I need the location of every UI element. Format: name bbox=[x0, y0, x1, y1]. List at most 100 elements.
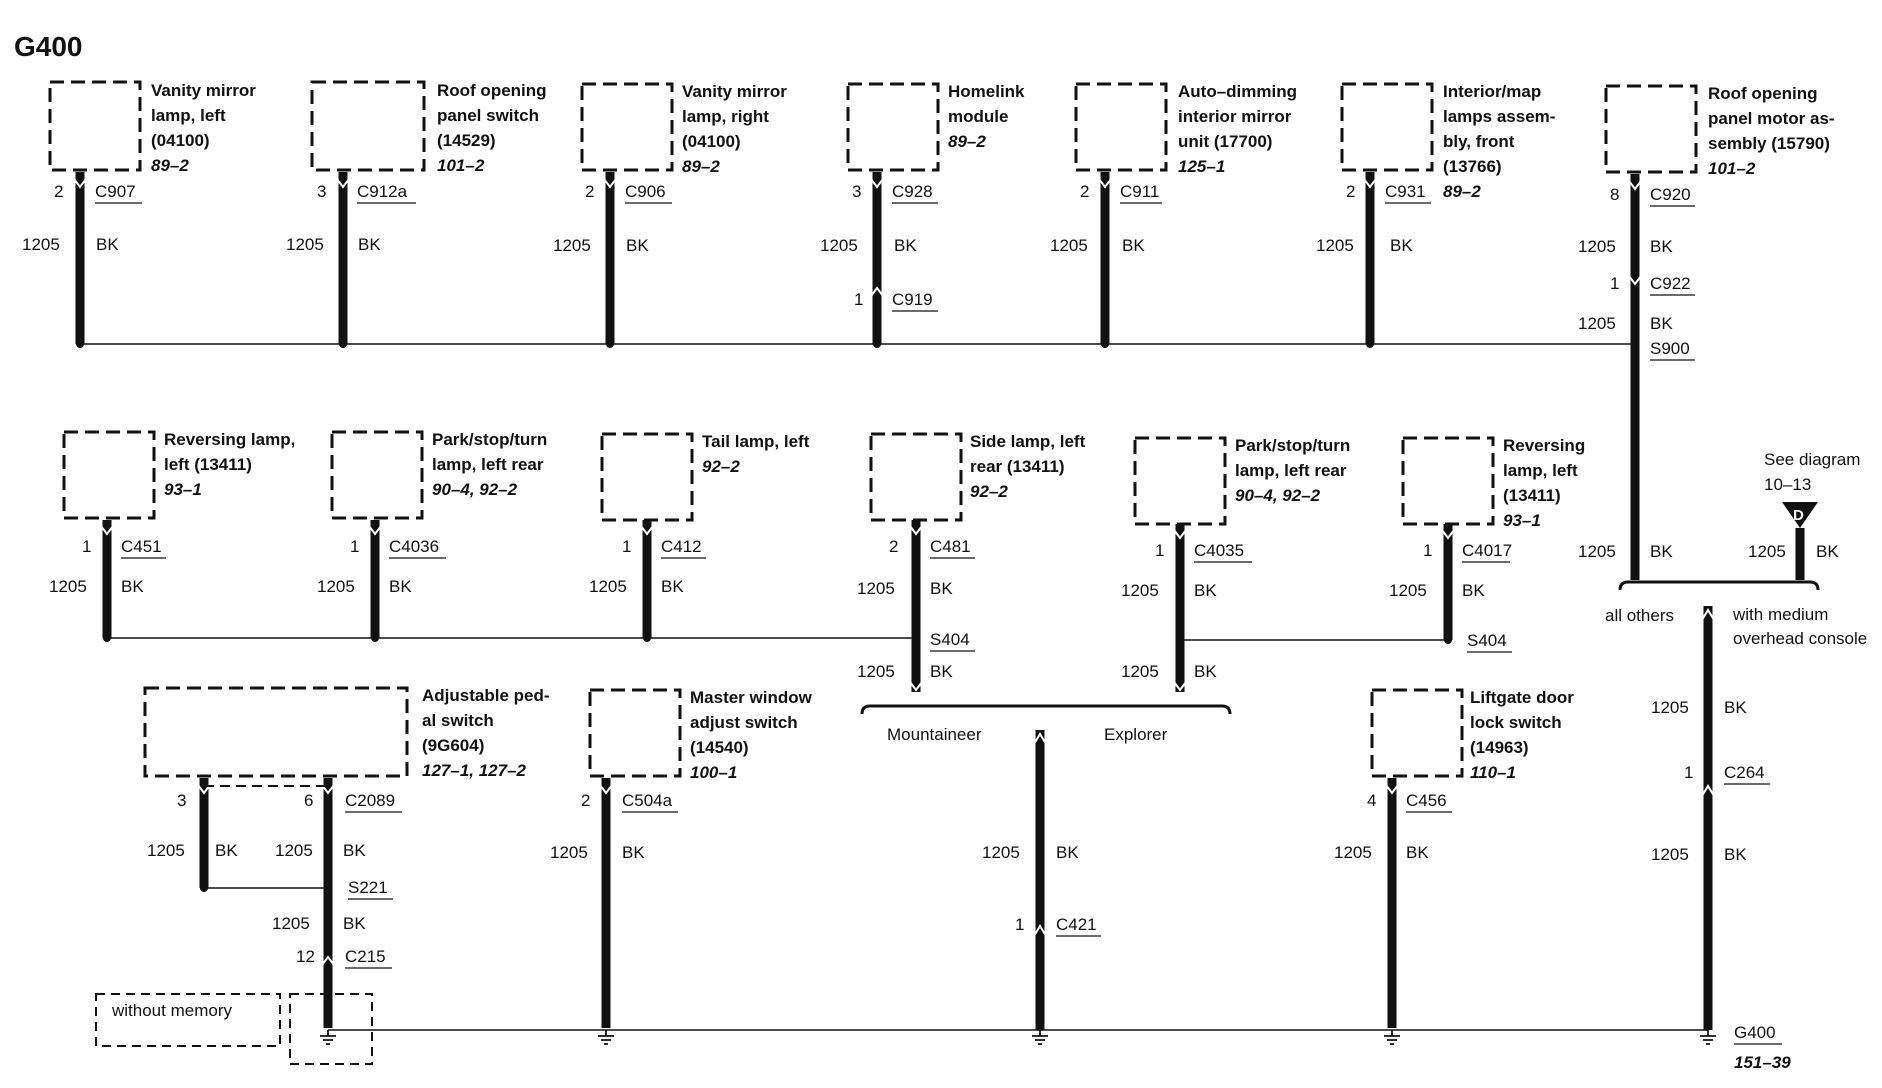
svg-text:BK: BK bbox=[1194, 581, 1217, 600]
svg-text:101–2: 101–2 bbox=[437, 156, 485, 175]
svg-text:4: 4 bbox=[1367, 791, 1376, 810]
svg-text:See diagram: See diagram bbox=[1764, 450, 1860, 469]
svg-text:2: 2 bbox=[585, 182, 594, 201]
svg-text:1205: 1205 bbox=[1748, 542, 1786, 561]
svg-text:lock switch: lock switch bbox=[1470, 713, 1562, 732]
svg-text:1: 1 bbox=[82, 537, 91, 556]
svg-text:1205: 1205 bbox=[1651, 845, 1689, 864]
svg-text:1205: 1205 bbox=[49, 577, 87, 596]
ground-symbols bbox=[320, 1030, 1716, 1045]
svg-text:S404: S404 bbox=[1467, 631, 1507, 650]
svg-text:C912a: C912a bbox=[357, 182, 408, 201]
svg-text:C215: C215 bbox=[345, 947, 386, 966]
svg-text:(13411): (13411) bbox=[1503, 486, 1561, 505]
svg-text:BK: BK bbox=[215, 841, 238, 860]
svg-text:lamp, left rear: lamp, left rear bbox=[432, 455, 544, 474]
svg-text:1205: 1205 bbox=[1121, 581, 1159, 600]
svg-text:1205: 1205 bbox=[1316, 236, 1354, 255]
svg-text:8: 8 bbox=[1610, 185, 1619, 204]
component-vanity-right: Vanity mirror lamp, right (04100) 89–2 2… bbox=[553, 82, 787, 348]
component-master-window: Master window adjust switch (14540) 100–… bbox=[550, 688, 813, 1028]
svg-text:BK: BK bbox=[1650, 314, 1673, 333]
svg-text:90–4, 92–2: 90–4, 92–2 bbox=[432, 480, 518, 499]
svg-text:1205: 1205 bbox=[22, 235, 60, 254]
svg-text:interior mirror: interior mirror bbox=[1178, 107, 1292, 126]
svg-text:C911: C911 bbox=[1120, 182, 1159, 201]
svg-text:151–39: 151–39 bbox=[1734, 1053, 1791, 1072]
option-without-memory: without memory bbox=[95, 993, 373, 1065]
component-park-left-b: Park/stop/turn lamp, left rear 90–4, 92–… bbox=[1121, 436, 1350, 692]
svg-text:1205: 1205 bbox=[1389, 581, 1427, 600]
svg-text:3: 3 bbox=[177, 791, 186, 810]
svg-text:BK: BK bbox=[1724, 698, 1747, 717]
component-park-left-a: Park/stop/turn lamp, left rear 90–4, 92–… bbox=[317, 430, 547, 642]
svg-text:Vanity mirror: Vanity mirror bbox=[682, 82, 787, 101]
svg-text:C4035: C4035 bbox=[1194, 541, 1244, 560]
svg-text:unit (17700): unit (17700) bbox=[1178, 132, 1272, 151]
svg-text:1205: 1205 bbox=[553, 236, 591, 255]
svg-text:BK: BK bbox=[930, 579, 953, 598]
svg-text:al switch: al switch bbox=[422, 711, 494, 730]
svg-text:12: 12 bbox=[296, 947, 315, 966]
svg-text:125–1: 125–1 bbox=[1178, 157, 1225, 176]
svg-text:Roof opening: Roof opening bbox=[1708, 84, 1818, 103]
svg-text:C456: C456 bbox=[1406, 791, 1447, 810]
svg-text:2: 2 bbox=[1346, 182, 1355, 201]
svg-text:92–2: 92–2 bbox=[702, 457, 740, 476]
svg-text:1: 1 bbox=[1610, 274, 1619, 293]
component-liftgate: Liftgate door lock switch (14963) 110–1 … bbox=[1334, 688, 1574, 1028]
svg-text:C922: C922 bbox=[1650, 274, 1691, 293]
svg-text:C264: C264 bbox=[1724, 763, 1765, 782]
component-interior-map: Interior/map lamps assem- bly, front (13… bbox=[1316, 82, 1555, 348]
svg-text:lamp, left: lamp, left bbox=[1503, 461, 1578, 480]
svg-text:BK: BK bbox=[626, 236, 649, 255]
svg-text:(14963): (14963) bbox=[1470, 738, 1529, 757]
svg-text:Homelink: Homelink bbox=[948, 82, 1025, 101]
component-adj-pedal: Adjustable ped- al switch (9G604) 127–1,… bbox=[143, 686, 550, 1028]
svg-text:BK: BK bbox=[1650, 237, 1673, 256]
svg-text:1205: 1205 bbox=[857, 662, 895, 681]
svg-text:1205: 1205 bbox=[275, 841, 313, 860]
svg-text:89–2: 89–2 bbox=[1443, 182, 1481, 201]
svg-text:1205: 1205 bbox=[1578, 237, 1616, 256]
svg-text:3: 3 bbox=[852, 182, 861, 201]
svg-text:BK: BK bbox=[358, 235, 381, 254]
svg-text:6: 6 bbox=[304, 791, 313, 810]
svg-text:(9G604): (9G604) bbox=[422, 736, 484, 755]
svg-text:all others: all others bbox=[1605, 606, 1674, 625]
svg-text:S900: S900 bbox=[1650, 339, 1690, 358]
svg-text:bly, front: bly, front bbox=[1443, 132, 1515, 151]
svg-text:(14540): (14540) bbox=[690, 738, 749, 757]
svg-text:89–2: 89–2 bbox=[682, 157, 720, 176]
see-diagram-connector: See diagram 10–13 D 1205 BK bbox=[1748, 450, 1860, 580]
component-roof-switch: Roof opening panel switch (14529) 101–2 … bbox=[286, 80, 547, 348]
svg-text:Liftgate door: Liftgate door bbox=[1470, 688, 1574, 707]
component-auto-dim: Auto–dimming interior mirror unit (17700… bbox=[1050, 82, 1297, 348]
svg-text:Auto–dimming: Auto–dimming bbox=[1178, 82, 1297, 101]
svg-text:module: module bbox=[948, 107, 1008, 126]
svg-text:without memory: without memory bbox=[111, 1001, 232, 1020]
svg-text:C412: C412 bbox=[661, 537, 702, 556]
svg-text:BK: BK bbox=[96, 235, 119, 254]
svg-text:101–2: 101–2 bbox=[1708, 159, 1756, 178]
svg-text:Mountaineer: Mountaineer bbox=[887, 725, 982, 744]
svg-text:1205: 1205 bbox=[550, 843, 588, 862]
svg-text:2: 2 bbox=[889, 537, 898, 556]
svg-text:BK: BK bbox=[622, 843, 645, 862]
svg-text:Master window: Master window bbox=[690, 688, 813, 707]
svg-text:1205: 1205 bbox=[317, 577, 355, 596]
svg-text:1: 1 bbox=[622, 537, 631, 556]
svg-text:Park/stop/turn: Park/stop/turn bbox=[1235, 436, 1350, 455]
svg-text:C4017: C4017 bbox=[1462, 541, 1512, 560]
svg-text:BK: BK bbox=[1816, 542, 1839, 561]
svg-text:BK: BK bbox=[1462, 581, 1485, 600]
svg-text:left (13411): left (13411) bbox=[164, 455, 252, 474]
svg-text:lamp, left rear: lamp, left rear bbox=[1235, 461, 1347, 480]
svg-text:1205: 1205 bbox=[982, 843, 1020, 862]
svg-text:90–4, 92–2: 90–4, 92–2 bbox=[1235, 486, 1321, 505]
svg-text:1205: 1205 bbox=[1050, 236, 1088, 255]
component-side-left: Side lamp, left rear (13411) 92–2 2 C481… bbox=[857, 432, 1086, 692]
svg-text:1205: 1205 bbox=[857, 579, 895, 598]
svg-text:92–2: 92–2 bbox=[970, 482, 1008, 501]
svg-text:110–1: 110–1 bbox=[1470, 763, 1516, 782]
